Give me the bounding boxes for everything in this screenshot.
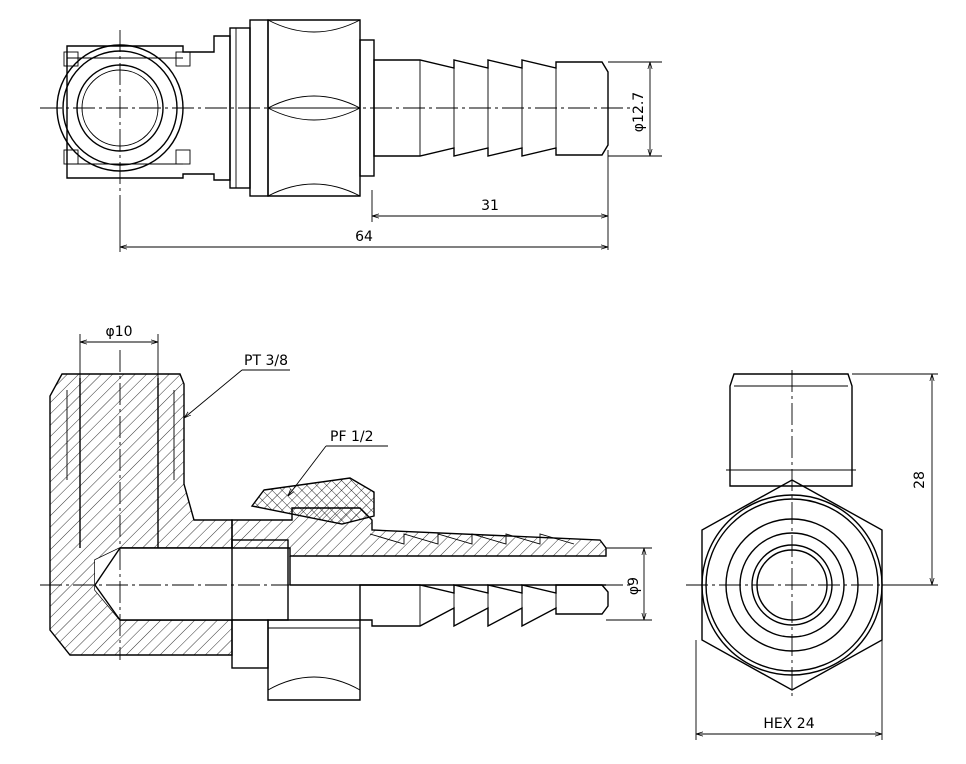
dim-bore-10: φ10: [105, 324, 132, 340]
thread-pf-1-2: PF 1/2: [330, 429, 373, 445]
section-view: φ10 PT 3/8 PF 1/2 φ9: [40, 324, 652, 701]
thread-pt-3-8: PT 3/8: [244, 353, 288, 369]
dim-hex-24: HEX 24: [763, 716, 814, 732]
dim-diameter-12-7: φ12.7: [631, 92, 647, 132]
dim-hose-bore-9: φ9: [626, 577, 642, 595]
dim-length-64: 64: [355, 229, 373, 245]
end-view: 28 HEX 24: [686, 370, 938, 740]
dim-length-31: 31: [481, 198, 499, 214]
top-view: φ12.7 31 64: [40, 19, 662, 252]
dim-height-28: 28: [912, 471, 928, 489]
